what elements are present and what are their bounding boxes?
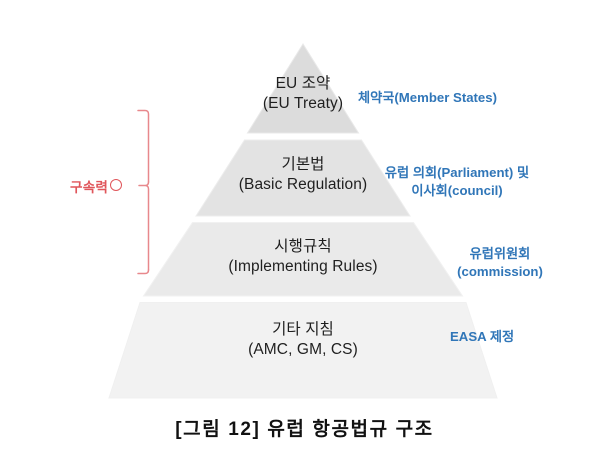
actor-label-tier-1-line-1: 체약국(Member States) <box>358 90 497 105</box>
actor-label-tier-3-line-1: 유럽위원회 <box>469 246 531 261</box>
actor-label-tier-2-line-1: 유럽 의회(Parliament) 및 <box>384 165 530 180</box>
pyramid-tier-4-shape <box>108 302 498 399</box>
actor-label-tier-4-line-1: EASA 제정 <box>450 329 515 344</box>
actor-label-tier-2: 유럽 의회(Parliament) 및 이사회(council) <box>372 164 542 199</box>
actor-label-tier-3-line-2: (commission) <box>457 263 543 279</box>
binding-bracket-top-arm <box>137 109 150 183</box>
actor-label-tier-2-line-2: 이사회(council) <box>411 182 503 198</box>
pyramid-tier-2-shape <box>195 139 411 217</box>
binding-bracket-bottom-arm <box>137 269 150 275</box>
binding-force-label-text: 구속력 <box>70 180 109 195</box>
binding-bracket <box>137 109 150 275</box>
actor-label-tier-1: 체약국(Member States) <box>358 89 497 107</box>
pyramid-tier-1-shape <box>246 43 360 134</box>
binding-bracket-pointer <box>138 181 150 271</box>
actor-label-tier-3: 유럽위원회 (commission) <box>444 245 556 280</box>
binding-force-label: 구속력 <box>70 176 123 196</box>
figure-caption: [그림 12] 유럽 항공법규 구조 <box>175 419 434 440</box>
pyramid-tier-3-shape <box>142 222 464 297</box>
binding-force-ring-icon <box>110 179 123 191</box>
actor-label-tier-4: EASA 제정 <box>450 328 514 346</box>
